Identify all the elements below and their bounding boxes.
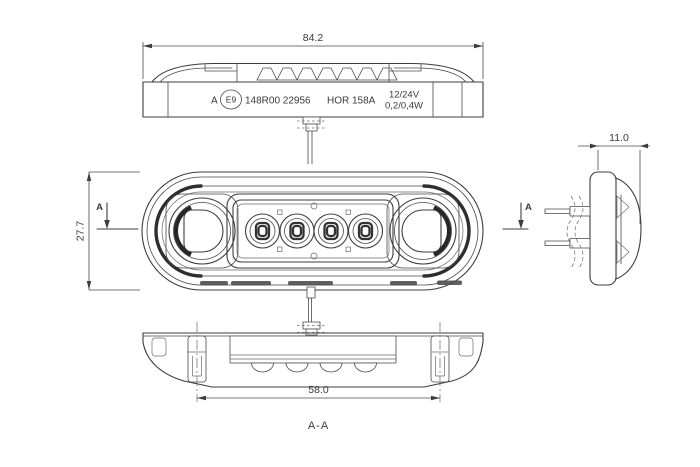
dim-extension-lines xyxy=(142,42,484,79)
dim-extension-lines xyxy=(597,150,641,224)
section-cable-connector xyxy=(297,297,326,336)
section-letter-left: A xyxy=(96,202,103,213)
section-lens-cavity xyxy=(229,335,397,373)
dim-arrow-left-icon xyxy=(143,43,152,49)
section-body xyxy=(142,332,484,388)
e-mark-circle-icon xyxy=(220,89,242,110)
front-view: 27.7 A A xyxy=(75,171,532,299)
cable-wire xyxy=(308,297,312,323)
dimension-width-84: 84.2 xyxy=(142,32,484,79)
cable-wire xyxy=(307,130,313,165)
dim-height-label: 27.7 xyxy=(75,221,87,242)
led-bump xyxy=(285,362,309,373)
dim-width-label: 84.2 xyxy=(303,32,324,44)
model-number: HOR 158A xyxy=(327,96,376,107)
dim-extension-lines xyxy=(89,171,140,291)
top-view-cable-connector xyxy=(297,116,326,165)
front-housing-outlines xyxy=(141,171,484,291)
cable-exit-stub xyxy=(306,286,316,299)
led-3 xyxy=(313,213,349,249)
top-view-lens-profile xyxy=(151,62,475,83)
top-view-marking-band: A E9 148R00 22956 HOR 158A 12/24V 0,2/0,… xyxy=(142,81,484,118)
dim-arrow-right-icon xyxy=(640,143,648,149)
pin-top xyxy=(544,206,591,217)
dimension-height-27: 27.7 xyxy=(75,171,140,291)
led-1 xyxy=(244,213,281,249)
dim-arrow-left-icon xyxy=(197,395,206,401)
led-2 xyxy=(279,213,315,249)
led-bump xyxy=(251,362,274,373)
marking-band-outline xyxy=(142,81,484,118)
side-view: 11.0 xyxy=(544,132,650,286)
approval-number: 148R00 22956 xyxy=(245,96,311,107)
section-silhouette xyxy=(142,332,484,388)
screw-shadow-crescent xyxy=(433,205,452,257)
gasket-arc-left xyxy=(154,184,203,278)
led-bump xyxy=(354,362,377,373)
led-4 xyxy=(347,213,384,249)
marking-band-dividers xyxy=(167,81,463,118)
dim-arrow-bottom-icon xyxy=(86,281,92,290)
dim-arrow-top-icon xyxy=(86,172,92,181)
optic-zigzag xyxy=(256,67,398,81)
dimension-mounting-58: 58.0 xyxy=(197,384,440,401)
lens-dome-profile xyxy=(615,177,642,280)
section-title: A-A xyxy=(308,420,329,432)
screw-shadow-crescent xyxy=(173,205,192,257)
section-marker-left: A xyxy=(96,202,139,230)
power-label: 0,2/0,4W xyxy=(385,101,423,112)
e-mark-label: E9 xyxy=(226,95,237,105)
mounting-slot xyxy=(401,209,442,253)
section-view: 58.0 A-A xyxy=(142,297,484,432)
top-view: 84.2 A E9 148R00 22956 HOR 158A 12/24V 0… xyxy=(142,32,484,165)
mounting-boss-right xyxy=(386,193,460,269)
section-arrow-icon xyxy=(518,220,524,229)
pcb-pads xyxy=(277,202,351,260)
marking-prefix: A xyxy=(211,96,218,107)
dim-arrow-right-icon xyxy=(474,43,483,49)
led-bump xyxy=(319,362,343,373)
pin-bottom xyxy=(544,238,591,249)
mounting-slot xyxy=(183,209,224,253)
boss-centerlines xyxy=(196,322,441,402)
molded-text-marks xyxy=(200,280,462,286)
section-marker-right: A xyxy=(502,202,532,230)
voltage-label: 12/24V xyxy=(389,90,420,101)
led-plate xyxy=(226,193,400,269)
dim-arrow-left-icon xyxy=(590,143,598,149)
section-letter-right: A xyxy=(525,202,532,213)
dim-depth-label: 11.0 xyxy=(609,132,629,144)
mounting-boss-left xyxy=(165,193,239,269)
seal-section-bottom xyxy=(616,240,630,264)
section-arrow-icon xyxy=(104,220,110,229)
dimension-depth-11: 11.0 xyxy=(578,132,650,224)
dim-mounting-label: 58.0 xyxy=(308,384,329,396)
gasket-arc-right xyxy=(422,184,471,278)
seal-section-top xyxy=(616,195,630,219)
section-end-pockets xyxy=(151,337,474,357)
side-body xyxy=(589,171,642,286)
dim-arrow-right-icon xyxy=(431,395,440,401)
